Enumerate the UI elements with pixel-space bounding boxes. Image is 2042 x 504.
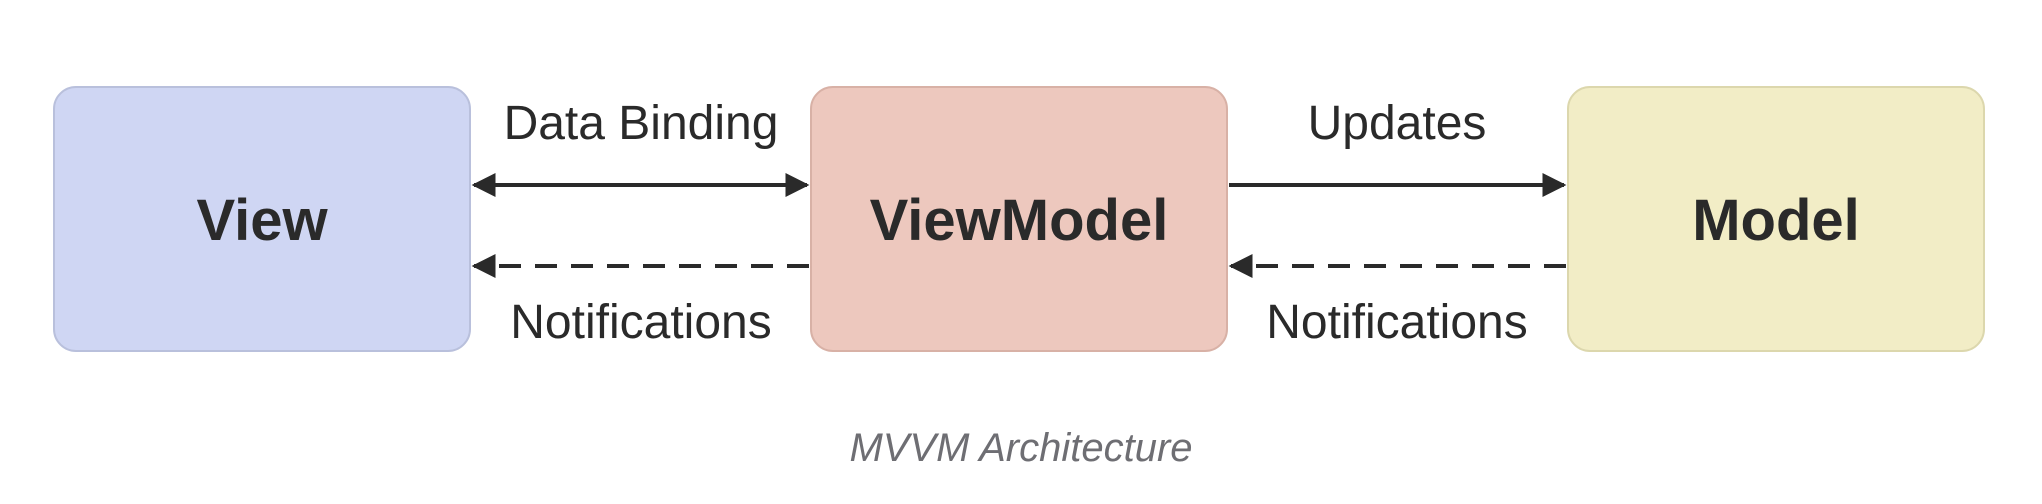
data-binding-edge: Data Binding — [471, 97, 810, 197]
view-label: View — [196, 188, 328, 253]
notifications-left-edge: Notifications — [471, 254, 809, 349]
viewmodel-node: ViewModel — [810, 86, 1228, 352]
notifications-right-edge: Notifications — [1228, 254, 1566, 349]
notifications-right-label: Notifications — [1266, 296, 1527, 349]
viewmodel-box — [810, 86, 1228, 352]
model-label: Model — [1692, 188, 1860, 253]
updates-label: Updates — [1308, 97, 1487, 150]
notifications-left-label: Notifications — [510, 296, 771, 349]
viewmodel-label: ViewModel — [870, 188, 1169, 253]
view-box — [53, 86, 471, 352]
data-binding-label: Data Binding — [504, 97, 779, 150]
updates-edge: Updates — [1229, 97, 1567, 197]
model-box — [1567, 86, 1985, 352]
model-node: Model — [1567, 86, 1985, 352]
diagram-caption: MVVM Architecture — [849, 426, 1192, 470]
view-node: View — [53, 86, 471, 352]
